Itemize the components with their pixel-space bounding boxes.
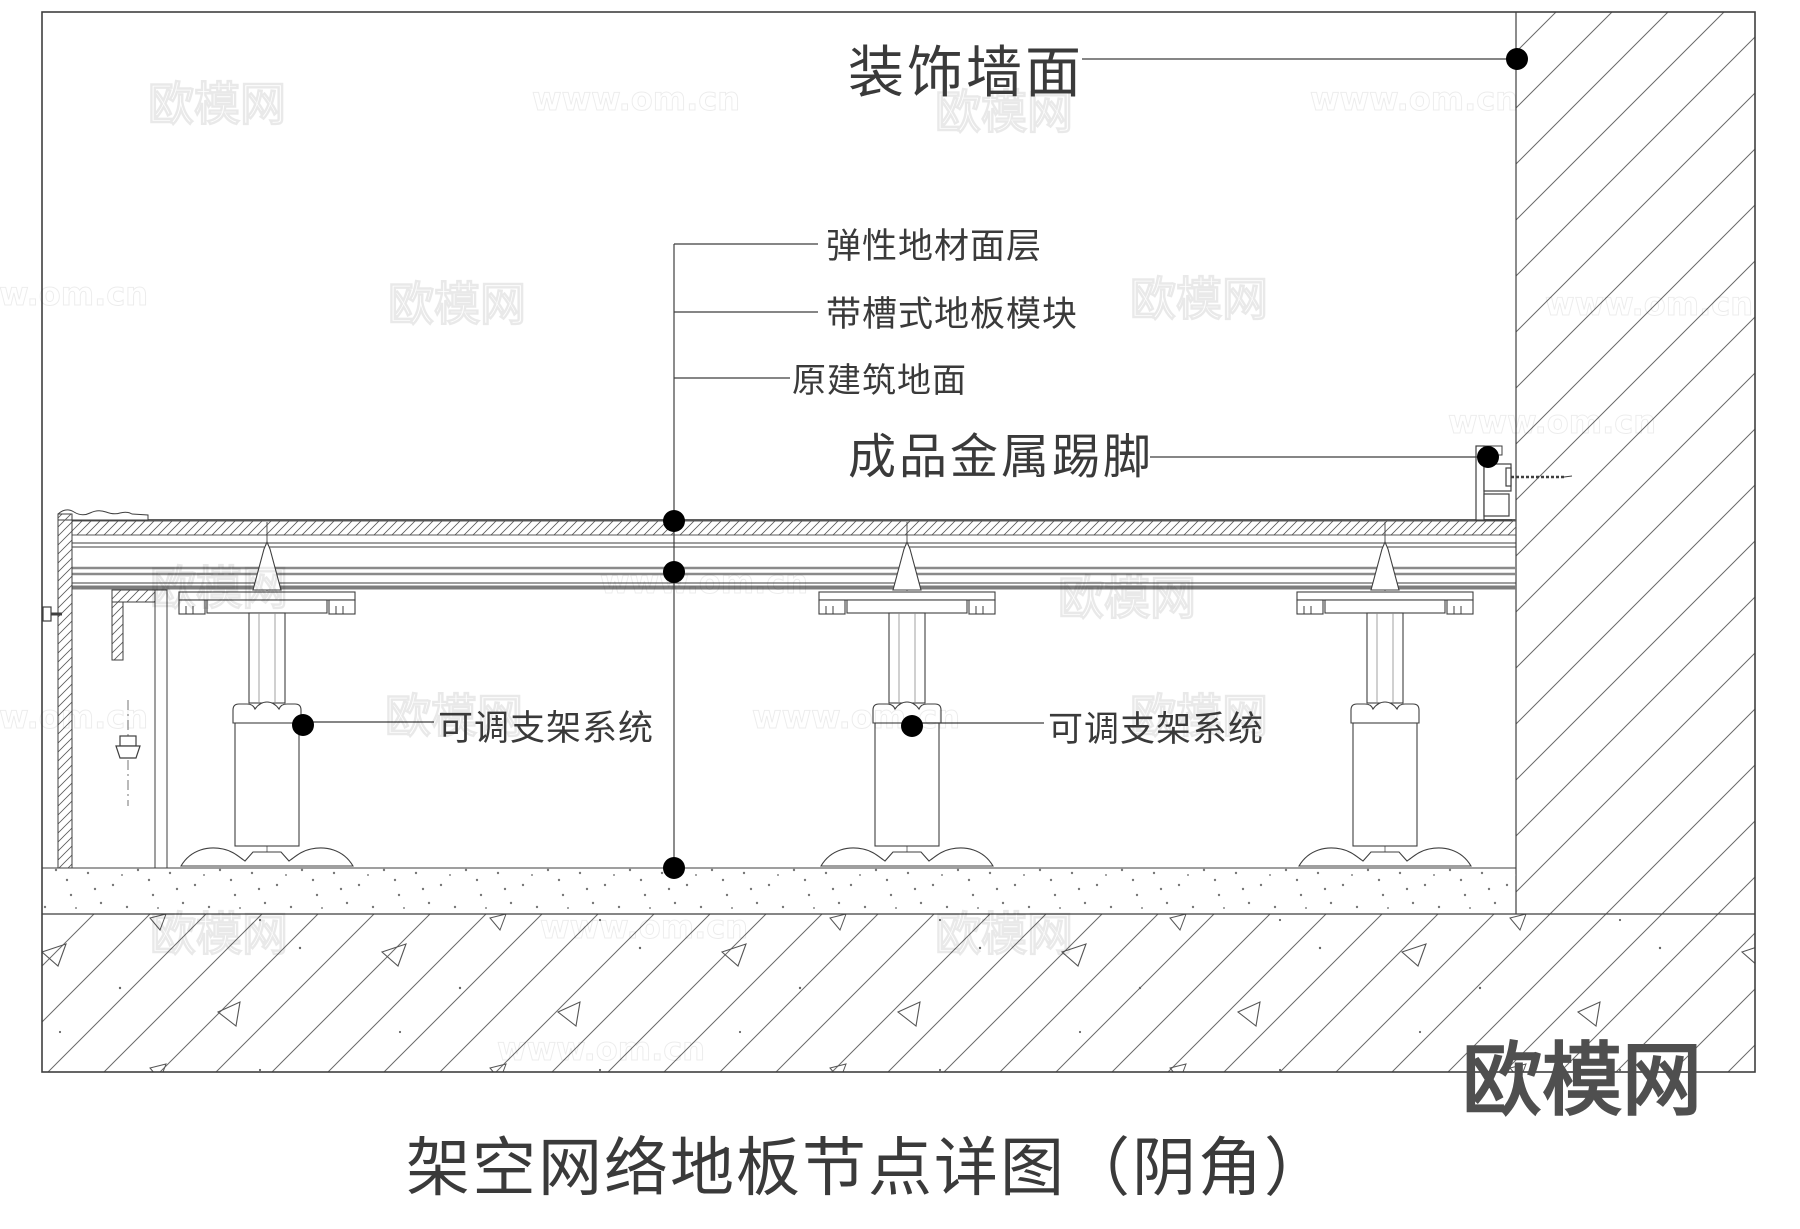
site-logo: 欧模网	[1462, 1034, 1702, 1127]
anchor-washer	[119, 735, 137, 747]
watermark-text: www.om.cn	[600, 563, 808, 601]
raised-floor-assembly	[71, 519, 1517, 590]
callout-adjustable-pedestal-1: 可调支架系统	[438, 709, 654, 749]
screed-speckle	[42, 868, 1516, 914]
anchor-nut	[115, 745, 141, 759]
edge-bracket-vertical	[111, 601, 124, 661]
drawing-title: 架空网络地板节点详图（阴角）	[406, 1132, 1330, 1206]
watermarks: 欧模网 www.om.cn 欧模网 www.om.cn www.om.cn 欧模…	[0, 77, 1754, 1069]
callout-metal-skirting: 成品金属踢脚	[848, 429, 1154, 485]
wall-screw-tip	[1563, 475, 1573, 478]
watermark-text: www.om.cn	[752, 698, 960, 736]
concrete-slab	[42, 913, 1755, 1072]
screw-washer	[1505, 467, 1512, 487]
watermark-text: www.om.cn	[497, 1030, 705, 1068]
watermark-text: www.om.cn	[532, 80, 740, 118]
watermark-text: 欧模网	[1130, 689, 1268, 743]
screed-layer	[42, 867, 1516, 914]
panel-bottom-plate	[72, 585, 1516, 590]
watermark-text: www.om.cn	[1448, 403, 1656, 441]
concrete-aggregate	[42, 914, 1755, 1072]
watermark-text: www.om.cn	[0, 275, 148, 313]
watermark-text: www.om.cn	[1545, 285, 1753, 323]
watermark-text: 欧模网	[150, 561, 288, 615]
edge-bolt-head	[42, 606, 52, 622]
watermark-text: www.om.cn	[540, 908, 748, 946]
callout-grooved-floor-module: 带槽式地板模块	[826, 295, 1078, 335]
callout-adjustable-pedestal-2: 可调支架系统	[1048, 710, 1264, 750]
leader-dot	[663, 510, 685, 532]
elastic-floor-finish	[71, 520, 1517, 536]
left-edge-assembly	[42, 509, 168, 869]
watermark-text: 欧模网	[388, 277, 526, 331]
leader-dot	[663, 561, 685, 583]
wall-section	[1515, 12, 1755, 914]
edge-trim-cap	[57, 509, 149, 521]
edge-support-post	[154, 589, 168, 869]
watermark-text: 欧模网	[148, 77, 286, 131]
watermark-text: 欧模网	[385, 689, 523, 743]
skirting-clip-lower	[1483, 493, 1510, 517]
callout-original-building-floor: 原建筑地面	[792, 361, 967, 401]
leader-floor-layers	[673, 243, 818, 868]
skirting-profile	[1475, 445, 1573, 521]
drawing-border	[41, 11, 1756, 1073]
watermark-text: www.om.cn	[1310, 80, 1518, 118]
leader-dot	[292, 714, 314, 736]
wall-hatch	[1516, 12, 1755, 914]
leader-dot	[1477, 446, 1499, 468]
watermark-text: 欧模网	[1058, 571, 1196, 625]
watermark-text: 欧模网	[935, 907, 1073, 961]
callout-wall-finish: 装饰墙面	[848, 41, 1084, 106]
watermark-text: 欧模网	[1130, 272, 1268, 326]
edge-bracket-horizontal	[111, 589, 156, 603]
leader-dot	[1506, 48, 1528, 70]
watermark-text: www.om.cn	[0, 698, 148, 736]
watermark-text: 欧模网	[935, 85, 1073, 139]
watermark-text: 欧模网	[150, 907, 288, 961]
leader-dot	[901, 715, 923, 737]
edge-angle	[57, 513, 73, 869]
leader-lines	[292, 48, 1528, 879]
leader-dot	[663, 857, 685, 879]
callout-elastic-floor-layer: 弹性地材面层	[826, 227, 1042, 267]
